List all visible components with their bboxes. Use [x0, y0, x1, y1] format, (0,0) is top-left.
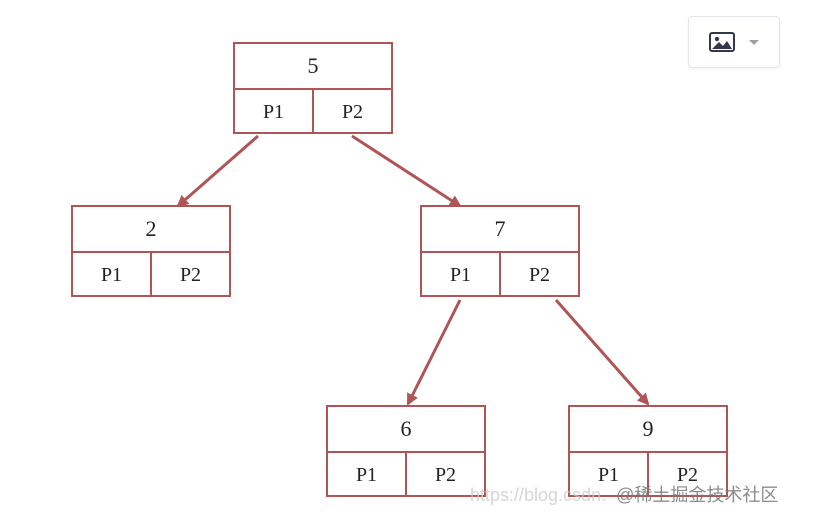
watermark-brand: @稀土掘金技术社区: [616, 485, 779, 505]
chevron-down-icon[interactable]: [749, 39, 759, 45]
node-pointer-p2: P2: [499, 253, 578, 297]
node-key: 6: [328, 407, 484, 453]
node-pointer-p1: P1: [100, 264, 123, 286]
tree-node-right-left: 6 P1 P2: [326, 405, 486, 497]
edge-right-right: [554, 299, 650, 406]
tree-node-root: 5 P1 P2: [233, 42, 393, 134]
node-pointer-p2: P2: [150, 253, 229, 297]
node-key: 2: [73, 207, 229, 253]
node-key: 7: [422, 207, 578, 253]
image-options-button[interactable]: [688, 16, 780, 68]
edge-root-left: [176, 134, 259, 208]
watermark-url: https://blog.csdn.: [470, 485, 607, 505]
tree-node-right: 7 P1 P2: [420, 205, 580, 297]
node-key: 5: [235, 44, 391, 90]
node-pointer-p2: P2: [647, 453, 726, 497]
node-pointer-p1: P1: [262, 101, 285, 123]
node-pointer-p2: P2: [312, 90, 391, 134]
node-pointer-p2: P2: [405, 453, 484, 497]
tree-node-right-right: 9 P1 P2: [568, 405, 728, 497]
node-key: 9: [570, 407, 726, 453]
node-pointer-p1: P1: [597, 464, 620, 486]
node-pointer-p1: P1: [355, 464, 378, 486]
edge-root-right: [351, 134, 462, 208]
image-icon: [709, 32, 735, 52]
edge-right-left: [406, 299, 462, 406]
watermark: https://blog.csdn. @稀土掘金技术社区: [470, 481, 778, 507]
node-pointer-p1: P1: [449, 264, 472, 286]
tree-node-left: 2 P1 P2: [71, 205, 231, 297]
